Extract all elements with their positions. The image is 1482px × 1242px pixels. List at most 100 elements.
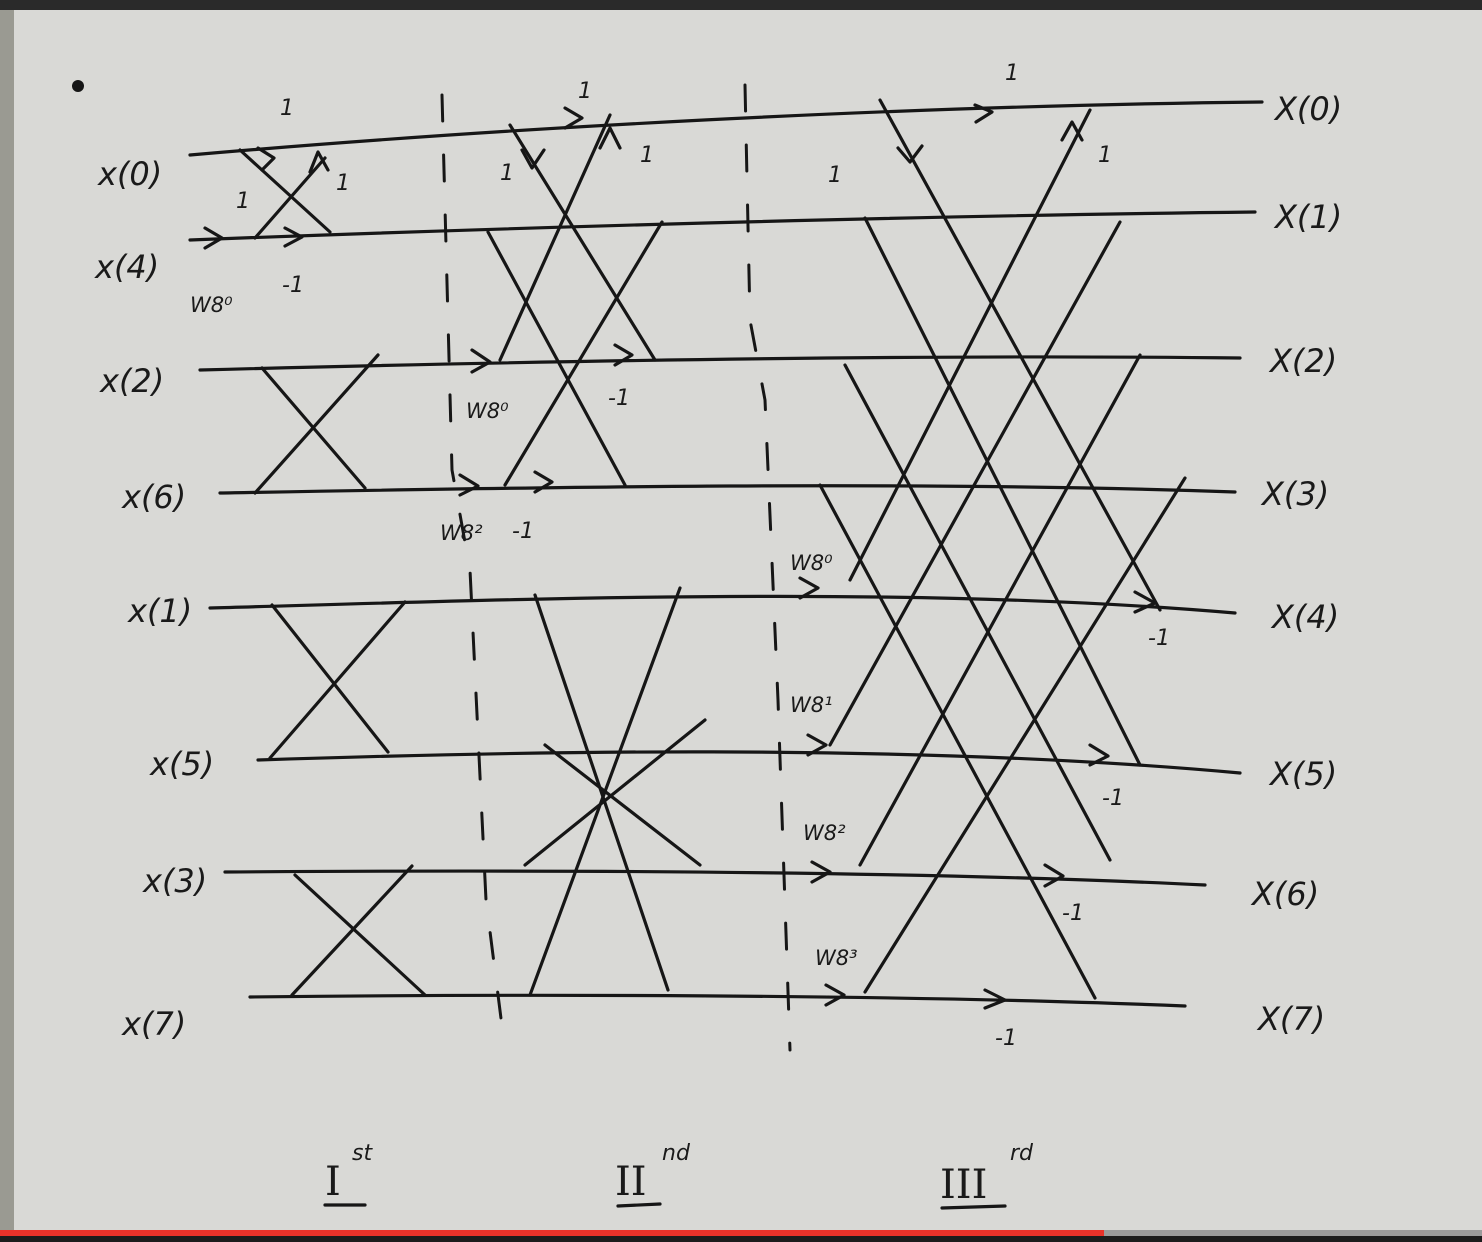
output-label-2: X(2) <box>1268 342 1337 380</box>
arrowhead <box>470 348 492 374</box>
ink-dot <box>72 80 84 92</box>
stage3-annotations: 1 1 1 W8⁰ W8¹ W8² W8³ -1 -1 -1 -1 <box>790 61 1170 1051</box>
signal-line-0 <box>188 100 1264 157</box>
input-label-4: x(1) <box>127 592 192 630</box>
arrowhead <box>973 103 994 124</box>
twiddle-factor: W8⁰ <box>790 551 833 575</box>
output-label-3: X(3) <box>1260 475 1329 513</box>
stage-separators <box>440 83 792 1052</box>
stage-label-3-underline <box>940 1204 1007 1210</box>
stage2-cross-d2 <box>523 718 707 867</box>
arrowhead <box>256 146 276 172</box>
input-label-0: x(0) <box>97 155 162 193</box>
stage3-butterflies <box>818 98 1187 1000</box>
twiddle-factor: W8² <box>803 821 846 845</box>
input-label-2: x(2) <box>99 362 164 400</box>
arrowhead <box>458 473 480 497</box>
arrowhead <box>983 988 1007 1010</box>
weight-one: 1 <box>1005 61 1019 86</box>
stage-label-1: I <box>325 1159 341 1205</box>
weight-one: 1 <box>236 189 250 214</box>
weight-minus-one: -1 <box>1062 901 1084 926</box>
arrowhead <box>203 226 224 250</box>
stage1-cross-c1 <box>270 603 390 754</box>
weight-minus-one: -1 <box>1102 786 1124 811</box>
arrowheads <box>203 103 1157 1010</box>
stage3-diag-b1 <box>863 216 1142 767</box>
stage3-diag-a2 <box>848 108 1092 582</box>
weight-one: 1 <box>336 171 350 196</box>
signal-line-5 <box>256 750 1242 775</box>
weight-minus-one: -1 <box>282 273 304 298</box>
stage3-diag-b2 <box>828 220 1122 747</box>
arrowhead <box>798 576 820 600</box>
stage3-diag-c2 <box>858 353 1142 867</box>
stage2-annotations: 1 1 1 -1 W8⁰ W8² -1 <box>440 79 654 545</box>
output-label-1: X(1) <box>1273 198 1342 236</box>
arrowhead <box>520 148 546 170</box>
weight-minus-one: -1 <box>1148 626 1170 651</box>
stage1-cross-a1 <box>238 148 332 234</box>
arrowhead <box>806 733 828 757</box>
stage-label-3: III <box>940 1162 987 1208</box>
output-label-7: X(7) <box>1256 1000 1325 1038</box>
stage1-cross-c2 <box>268 600 407 760</box>
stage-labels: I st II nd III rd <box>323 1141 1034 1210</box>
stage1-cross-d2 <box>290 864 414 997</box>
weight-minus-one: -1 <box>995 1026 1017 1051</box>
stage1-cross-a2 <box>253 156 327 240</box>
twiddle-factor: W8² <box>440 521 483 545</box>
stage2-cross-d1 <box>543 743 702 867</box>
arrowhead <box>283 226 304 248</box>
input-label-3: x(6) <box>121 478 186 516</box>
stage1-annotations: 1 1 1 -1 W8⁰ <box>190 96 350 317</box>
arrowhead <box>824 983 846 1007</box>
input-label-1: x(4) <box>94 248 159 286</box>
stage1-cross-d1 <box>293 873 427 997</box>
stage-label-2-underline <box>616 1202 662 1208</box>
input-label-7: x(7) <box>121 1005 186 1043</box>
stage2-cross-a1 <box>508 123 657 362</box>
weight-one: 1 <box>828 163 842 188</box>
separator-1-2 <box>440 93 507 1052</box>
weight-one: 1 <box>280 96 294 121</box>
input-label-6: x(3) <box>142 862 207 900</box>
stage-label-2-suffix: nd <box>662 1141 691 1166</box>
arrowhead <box>308 150 330 174</box>
stage-label-1-suffix: st <box>352 1141 373 1166</box>
video-progress-bar[interactable] <box>0 1230 1482 1236</box>
weight-minus-one: -1 <box>608 386 630 411</box>
input-labels: x(0) x(4) x(2) x(6) x(1) x(5) x(3) x(7) <box>94 155 214 1043</box>
arrowhead <box>598 126 622 150</box>
stage3-diag-c1 <box>843 363 1112 862</box>
stage2-butterflies <box>486 113 707 997</box>
stage3-diag-a1 <box>878 98 1162 612</box>
stage2-cross-a2 <box>498 113 612 362</box>
video-top-bar <box>0 0 1482 10</box>
stage2-cross-c1 <box>533 593 670 992</box>
stage3-diag-d2 <box>863 476 1187 994</box>
signal-line-6 <box>223 869 1207 887</box>
arrowhead <box>810 860 832 884</box>
input-label-5: x(5) <box>149 745 214 783</box>
twiddle-factor: W8⁰ <box>190 293 233 317</box>
arrowhead <box>1060 120 1084 142</box>
arrowhead <box>1043 863 1065 888</box>
output-label-0: X(0) <box>1273 90 1342 128</box>
signal-line-2 <box>198 355 1242 372</box>
signal-lines <box>188 100 1264 1008</box>
output-label-6: X(6) <box>1250 875 1319 913</box>
signal-line-4 <box>208 594 1237 615</box>
video-progress-played <box>0 1230 1105 1236</box>
output-label-4: X(4) <box>1270 598 1339 636</box>
stage2-cross-b2 <box>503 220 664 487</box>
separator-2-3 <box>743 83 792 1052</box>
twiddle-factor: W8³ <box>815 946 858 970</box>
twiddle-factor: W8¹ <box>790 693 833 717</box>
twiddle-factor: W8⁰ <box>466 399 509 423</box>
stage-label-3-suffix: rd <box>1010 1141 1034 1166</box>
output-label-5: X(5) <box>1268 755 1337 793</box>
weight-minus-one: -1 <box>512 519 534 544</box>
weight-one: 1 <box>578 79 592 104</box>
stage1-cross-b2 <box>253 353 380 495</box>
